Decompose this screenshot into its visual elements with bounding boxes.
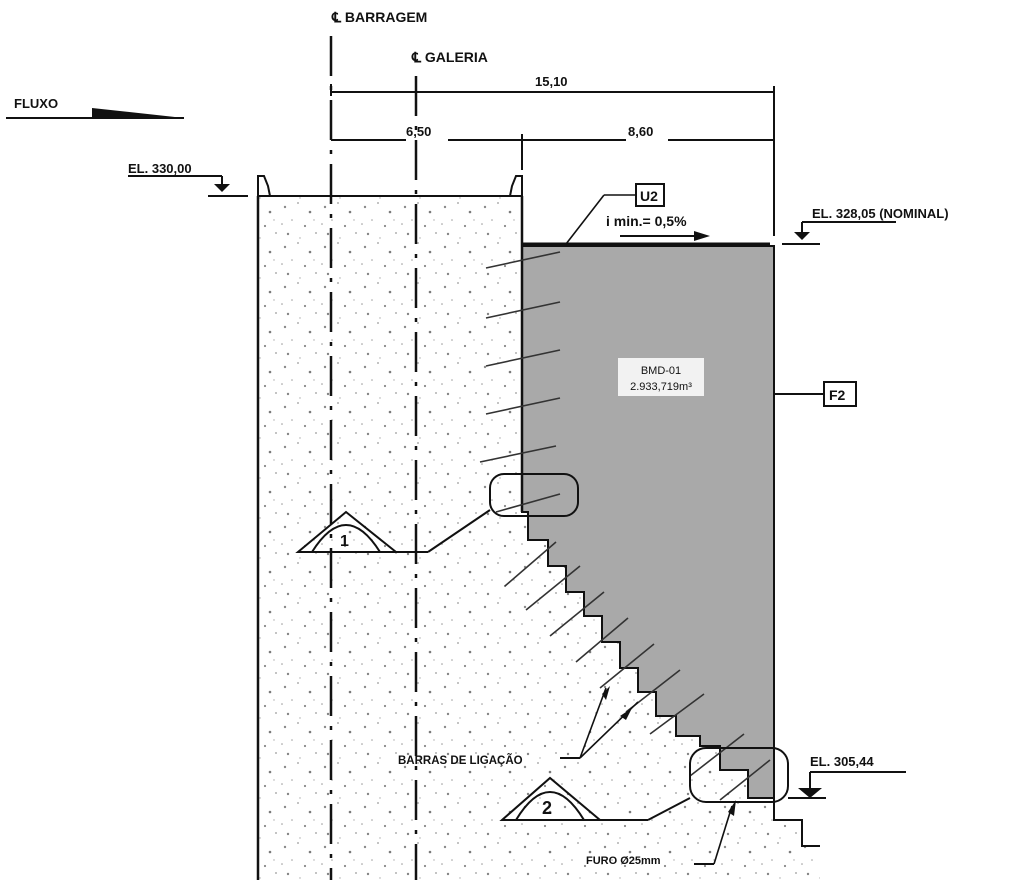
detail-marker-1: 1: [295, 473, 579, 553]
detail-1-number: 1: [340, 533, 349, 550]
dimension-right-text: 8,60: [628, 124, 653, 139]
slope-arrow-icon: [620, 231, 710, 241]
face-tag-f2: F2: [774, 381, 857, 407]
elevation-base: EL. 305,44: [788, 754, 906, 799]
elevation-top-text: EL. 328,05 (NOMINAL): [812, 206, 949, 221]
drill-hole-note: FURO Ø25mm: [586, 800, 736, 867]
centerline-gallery-label: ℄ GALERIA: [411, 49, 488, 65]
centerline-dam-label: ℄ BARRAGEM: [331, 9, 427, 25]
tie-bars: [479, 251, 771, 801]
foundation-step: [773, 798, 820, 847]
elevation-marker-icon: [214, 184, 230, 192]
elevation-marker-icon: [794, 232, 810, 240]
face-tag-text: F2: [829, 387, 846, 403]
dimension-split: 6,50 8,60: [331, 124, 774, 170]
flow-arrow-icon: [92, 108, 184, 118]
arrow-icon: [728, 800, 736, 816]
dimension-total: 15,10: [330, 74, 774, 116]
block-volume: 2.933,719m³: [630, 381, 692, 393]
surface-tag-text: U2: [640, 188, 658, 204]
drill-hole-text: FURO Ø25mm: [586, 855, 661, 867]
flow-label: FLUXO: [14, 96, 58, 111]
dimension-left-text: 6,50: [406, 124, 431, 139]
arrow-icon: [602, 686, 610, 700]
block-label-bg: [618, 358, 704, 396]
elevation-base-text: EL. 305,44: [810, 754, 874, 769]
dimension-total-text: 15,10: [535, 74, 568, 89]
new-concrete-block: [521, 245, 775, 799]
elevation-crest: EL. 330,00: [128, 161, 248, 197]
parapet-left: [257, 175, 271, 197]
elevation-crest-text: EL. 330,00: [128, 161, 192, 176]
slope-text: i min.= 0,5%: [606, 213, 687, 229]
surface-tag-u2: U2: [565, 183, 665, 245]
existing-concrete: [258, 196, 820, 880]
detail-marker-2: 2: [499, 747, 789, 821]
block-name: BMD-01: [641, 365, 681, 377]
elevation-top: EL. 328,05 (NOMINAL): [782, 206, 949, 245]
parapet-right: [509, 175, 523, 197]
arrow-icon: [620, 708, 632, 720]
tie-bars-note: BARRAS DE LIGAÇÃO: [398, 686, 639, 767]
elevation-marker-icon: [798, 788, 822, 798]
detail-2-number: 2: [542, 798, 552, 818]
tie-bars-text: BARRAS DE LIGAÇÃO: [398, 754, 523, 767]
